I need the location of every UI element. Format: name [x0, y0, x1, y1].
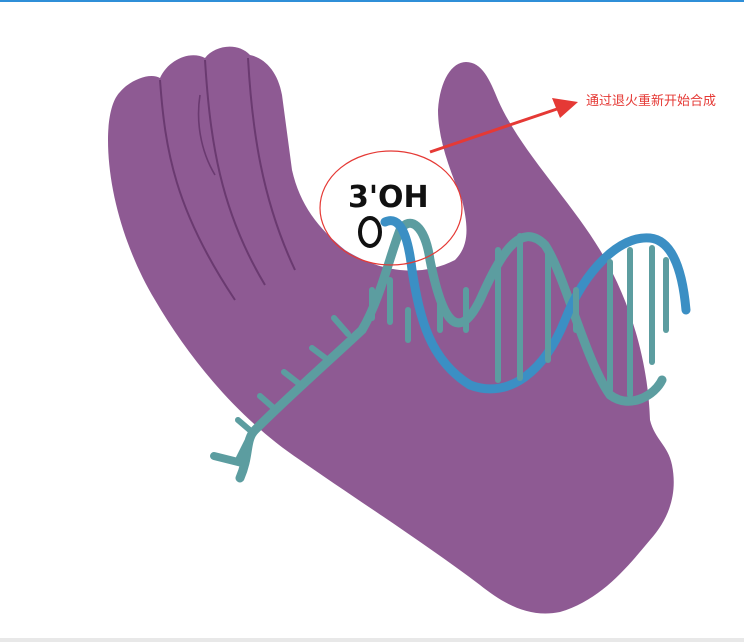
annotation-label: 通过退火重新开始合成	[586, 94, 717, 109]
three-prime-oh-label: 3'OH	[348, 180, 429, 248]
crease-4	[197, 94, 216, 176]
dna-helix	[210, 216, 691, 483]
highlight-circle	[319, 150, 463, 266]
strand-end-fork	[210, 438, 252, 467]
three-prime-oh-text: 3'OH	[348, 180, 429, 215]
base-pairs	[235, 233, 669, 435]
bottom-border	[0, 638, 744, 642]
crease-1	[159, 79, 236, 301]
hand-shape	[108, 46, 674, 614]
hydroxyl-ring	[358, 216, 382, 248]
annotation-arrow	[429, 98, 578, 154]
crease-3	[247, 57, 296, 271]
top-border	[0, 0, 744, 2]
template-strand	[235, 218, 667, 483]
crease-2	[204, 59, 266, 286]
new-strand	[380, 216, 691, 394]
